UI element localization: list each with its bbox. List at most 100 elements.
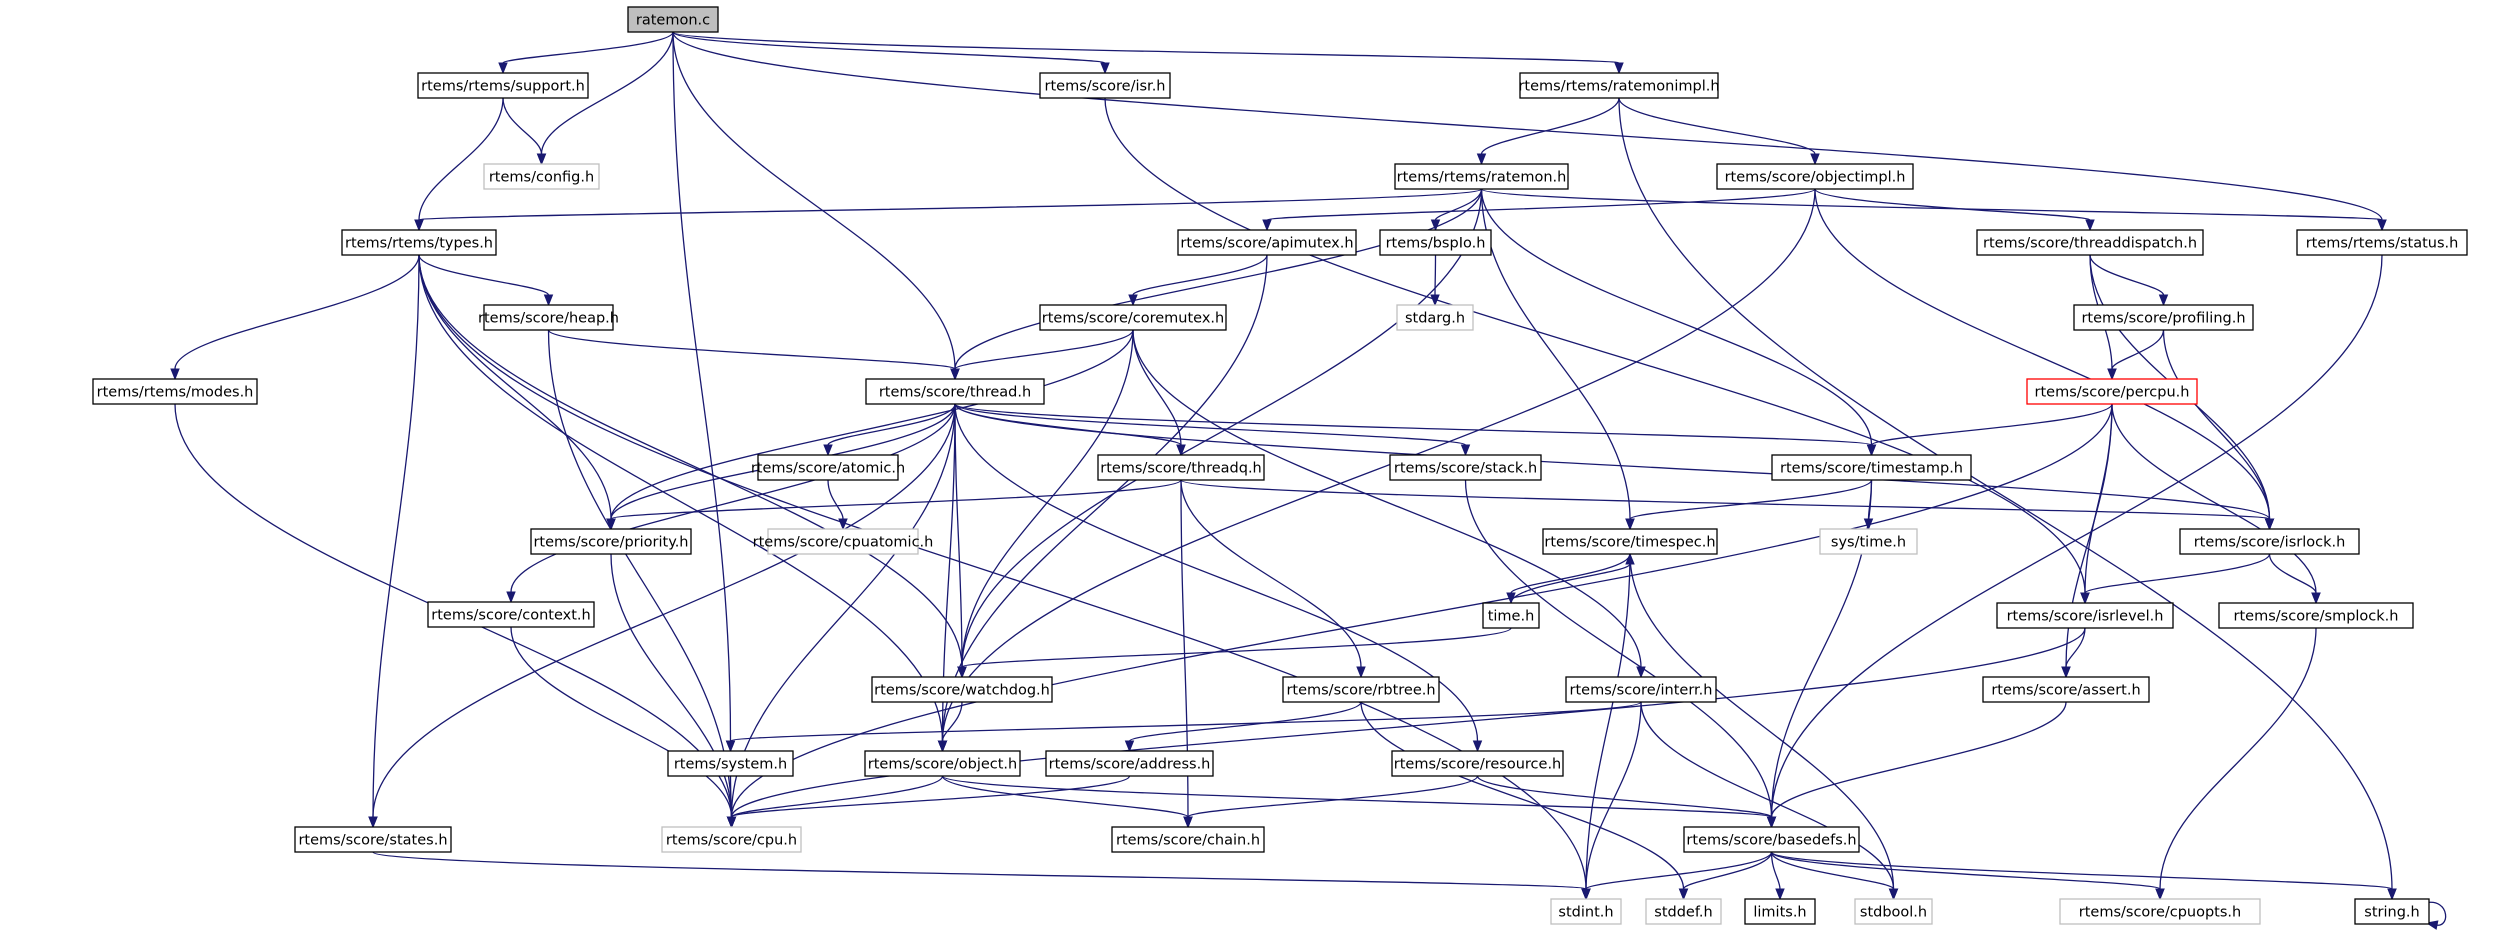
edge-smplock_h-to-cpuopts_h (2155, 627, 2317, 901)
node-coremutex-h[interactable]: rtems/score/coremutex.h (1039, 304, 1227, 331)
node-system-h[interactable]: rtems/system.h (667, 750, 794, 777)
node-stdint-h[interactable]: stdint.h (1550, 898, 1622, 925)
node-interr-h[interactable]: rtems/score/interr.h (1565, 676, 1717, 703)
node-smplock-h[interactable]: rtems/score/smplock.h (2218, 602, 2414, 629)
node-threaddispatch-h[interactable]: rtems/score/threaddispatch.h (1976, 229, 2204, 256)
edge-ratemon_c-to-support_h (498, 31, 674, 75)
arrowhead-icon (1262, 219, 1272, 232)
node-profiling-h[interactable]: rtems/score/profiling.h (2073, 304, 2254, 331)
edge-line (941, 775, 1773, 818)
edge-line (1770, 851, 1781, 890)
edge-line (1770, 851, 2161, 890)
edge-line (547, 329, 956, 370)
node-status-h[interactable]: rtems/rtems/status.h (2296, 229, 2468, 256)
edge-line (1510, 553, 1631, 594)
node-priority-h[interactable]: rtems/score/priority.h (530, 528, 692, 555)
node-label: rtems/score/cpu.h (666, 833, 797, 849)
node-time-h[interactable]: time.h (1482, 602, 1540, 629)
node-thread-h[interactable]: rtems/score/thread.h (865, 378, 1045, 405)
node-cpuatomic-h[interactable]: rtems/score/cpuatomic.h (753, 528, 934, 555)
node-label: rtems/score/object.h (868, 757, 1017, 773)
edge-line (1434, 254, 1437, 296)
edge-line (540, 31, 674, 155)
node-assert-h[interactable]: rtems/score/assert.h (1982, 676, 2150, 703)
edge-object_h-to-basedefs_h (941, 775, 1777, 829)
arrowhead-icon (2080, 592, 2090, 605)
node-config-h[interactable]: rtems/config.h (483, 163, 600, 190)
node-box (483, 163, 600, 190)
node-label: sys/time.h (1831, 535, 1906, 551)
edge-line (510, 626, 733, 818)
edge-line (372, 254, 420, 818)
node-states-h[interactable]: rtems/score/states.h (294, 826, 452, 853)
node-support-h[interactable]: rtems/rtems/support.h (417, 72, 589, 99)
node-box (1282, 676, 1440, 703)
node-modes-h[interactable]: rtems/rtems/modes.h (92, 378, 258, 405)
node-types-h[interactable]: rtems/rtems/types.h (341, 229, 497, 256)
node-label: ratemon.c (636, 13, 710, 29)
edge-types_h-to-modes_h (170, 254, 420, 381)
node-limits-h[interactable]: limits.h (1744, 898, 1816, 925)
node-context-h[interactable]: rtems/score/context.h (427, 601, 595, 628)
edge-line (1132, 329, 1182, 446)
edge-line (730, 627, 2086, 818)
node-heap-h[interactable]: rtems/score/heap.h (478, 304, 619, 331)
edge-line (954, 403, 1873, 446)
node-bspio-h[interactable]: rtems/bspIo.h (1379, 229, 1492, 256)
node-label: rtems/score/interr.h (1570, 683, 1713, 699)
node-label: rtems/rtems/ratemon.h (1397, 170, 1567, 186)
node-address-h[interactable]: rtems/score/address.h (1045, 750, 1214, 777)
node-timestamp-h[interactable]: rtems/score/timestamp.h (1771, 454, 1972, 481)
edge-line (1618, 97, 2393, 890)
edge-line (1618, 97, 1816, 155)
node-isrlevel-h[interactable]: rtems/score/isrlevel.h (1996, 602, 2174, 629)
node-stdarg-h[interactable]: stdarg.h (1396, 304, 1474, 331)
edge-line (418, 254, 612, 520)
node-box (864, 750, 1021, 777)
node-stack-h[interactable]: rtems/score/stack.h (1389, 454, 1542, 481)
node-string-h[interactable]: string.h (2354, 898, 2430, 925)
node-stddef-h[interactable]: stddef.h (1645, 898, 1722, 925)
edge-basedefs_h-to-stdint_h (1581, 851, 1773, 901)
node-object-h[interactable]: rtems/score/object.h (864, 750, 1021, 777)
node-percpu-h[interactable]: rtems/score/percpu.h (2026, 378, 2198, 405)
node-objectimpl-h[interactable]: rtems/score/objectimpl.h (1716, 163, 1914, 190)
node-cpuopts-h[interactable]: rtems/score/cpuopts.h (2059, 898, 2261, 925)
node-box (1819, 528, 1918, 555)
edge-ratemonimpl_h-to-objectimpl_h (1618, 97, 1820, 166)
arrowhead-icon (1476, 153, 1487, 166)
node-atomic-h[interactable]: rtems/score/atomic.h (751, 454, 905, 481)
arrowhead-icon (2264, 518, 2275, 531)
node-ratemon-c[interactable]: ratemon.c (627, 6, 719, 33)
edge-line (941, 254, 1268, 742)
arrowhead-icon (2377, 219, 2387, 232)
edge-bspio_h-to-stdarg_h (1430, 254, 1440, 307)
node-systime-h[interactable]: sys/time.h (1819, 528, 1918, 555)
arrowhead-icon (498, 62, 508, 75)
edge-objectimpl_h-to-threaddispatch_h (1814, 188, 2095, 232)
edge-percpu_h-to-timestamp_h (1866, 403, 2113, 457)
edge-line (1480, 188, 1873, 446)
node-basedefs-h[interactable]: rtems/score/basedefs.h (1683, 826, 1860, 853)
node-cpu-h[interactable]: rtems/score/cpu.h (661, 826, 802, 853)
edge-timestamp_h-to-timespec_h (1625, 479, 1873, 531)
node-label: stdarg.h (1405, 311, 1465, 327)
node-timespec-h[interactable]: rtems/score/timespec.h (1542, 528, 1718, 555)
node-box (1771, 454, 1972, 481)
node-label: rtems/system.h (674, 757, 787, 773)
node-isr-h[interactable]: rtems/score/isr.h (1039, 72, 1171, 99)
node-threadq-h[interactable]: rtems/score/threadq.h (1097, 454, 1265, 481)
node-isrlock-h[interactable]: rtems/score/isrlock.h (2179, 528, 2360, 555)
node-ratemon-h[interactable]: rtems/rtems/ratemon.h (1394, 163, 1569, 190)
node-watchdog-h[interactable]: rtems/score/watchdog.h (871, 676, 1053, 703)
edge-line (510, 403, 956, 593)
node-ratemonimpl-h[interactable]: rtems/rtems/ratemonimpl.h (1518, 72, 1720, 99)
node-chain-h[interactable]: rtems/score/chain.h (1111, 826, 1265, 853)
edge-resource_h-to-basedefs_h (1476, 775, 1777, 829)
node-apimutex-h[interactable]: rtems/score/apimutex.h (1177, 229, 1357, 256)
node-stdbool-h[interactable]: stdbool.h (1854, 898, 1933, 925)
node-resource-h[interactable]: rtems/score/resource.h (1391, 750, 1564, 777)
node-box (1389, 454, 1542, 481)
edge-line (1187, 775, 1479, 818)
node-rbtree-h[interactable]: rtems/score/rbtree.h (1282, 676, 1440, 703)
